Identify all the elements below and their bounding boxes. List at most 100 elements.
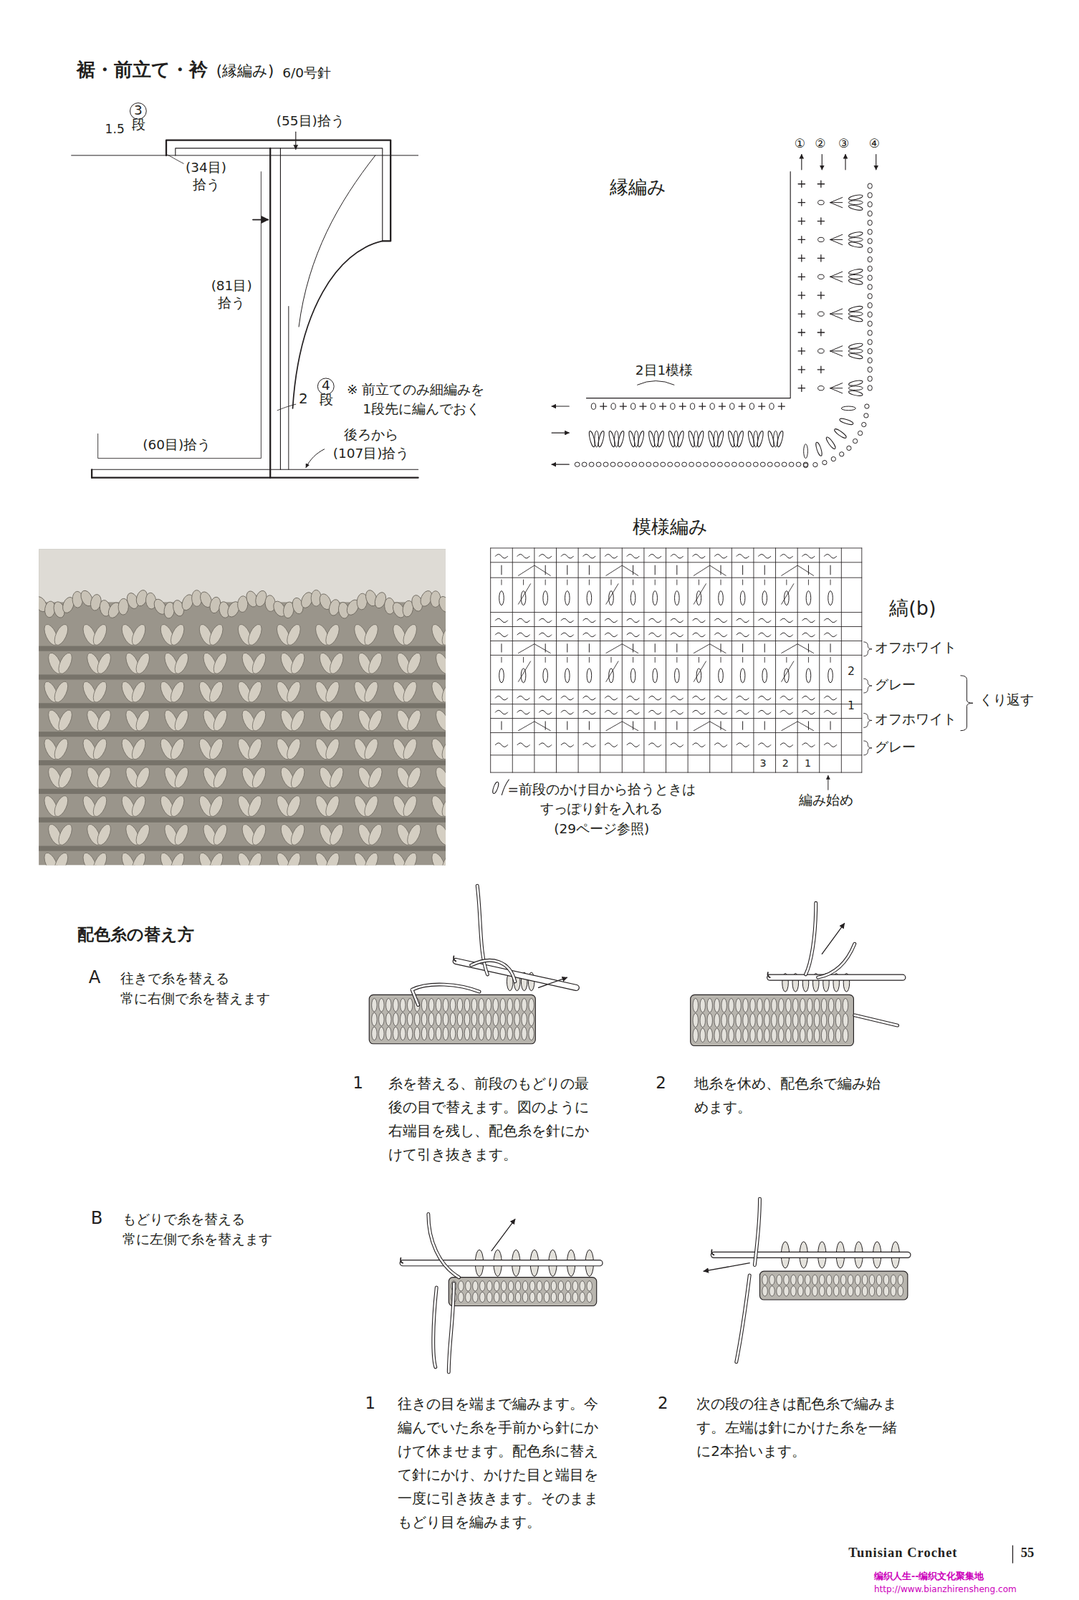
fabric-stitch [529,1291,535,1302]
fabric-stitch [854,1286,860,1297]
fabric-stitch [764,1013,770,1027]
fabric-stitch [472,1291,478,1302]
column-number: 1 [804,756,812,771]
return-stitch-symbol [802,742,815,748]
stem-symbol [764,721,766,730]
knit-stitch [210,822,230,847]
picot-symbol [867,385,872,391]
picot-symbol [867,229,872,235]
chain-symbol [818,274,825,279]
return-stitch-symbol [626,632,640,637]
grid-line [490,703,862,705]
single-crochet-symbol [817,217,824,225]
picot-symbol [867,357,872,363]
stem-symbol [523,657,524,663]
knit-stitch [51,851,71,866]
fabric-stitch [465,1291,471,1302]
yarn-outline [854,1015,898,1026]
row-count: 4段 [319,378,334,408]
fabric-stitch [536,1291,542,1302]
fabric-stitch [783,1274,789,1285]
knit-stitch [361,679,381,704]
fabric-stitch [762,1286,768,1297]
row-brace [864,678,872,693]
photo-shadow [38,788,446,794]
fabric-stitch [458,1291,464,1302]
knit-stitch [168,736,187,761]
knit-stitch [323,793,342,819]
fabric-stitch [529,1281,535,1292]
grid-line [665,548,667,773]
front-band-inner-line [280,148,281,470]
stem-symbol [720,565,722,575]
fabric-stitch [742,1013,748,1027]
return-stitch-symbol [692,632,706,637]
long-stitch-symbol [616,430,625,448]
fabric-stitch [793,998,799,1012]
fabric-stitch [586,1291,592,1302]
fabric-stitch [771,998,777,1012]
knit-stitch [133,765,152,790]
hem-band-outline [91,477,419,479]
fabric-stitch [762,1274,768,1285]
fabric-stitch [821,1013,827,1027]
return-stitch-symbol [736,710,749,715]
pickup-arrow [305,449,325,468]
dimension: 2 [298,389,309,409]
fabric-stitch [778,1013,784,1027]
fabric-stitch [826,1274,832,1285]
fabric-stitch [500,1281,506,1292]
long-stitch-symbol [848,348,863,354]
collar-fold-curve [298,155,376,327]
knit-stitch [207,679,226,704]
repeat-brace [960,675,973,731]
yarn [736,1275,751,1363]
knit-stitch [210,651,230,676]
row-number: 2 [847,664,855,679]
neck-line [71,154,419,156]
stem-symbol [632,644,634,652]
grid-line [797,548,799,773]
band-inner-line [175,148,383,242]
knit-stitch [366,765,385,790]
fabric-stitch [485,1026,491,1041]
fabric-stitch [421,998,427,1012]
picot-symbol [867,202,872,208]
stem-symbol [500,644,502,652]
fabric-stitch [471,1012,477,1026]
knit-stitch [443,822,446,847]
knit-stitch [443,651,446,676]
return-stitch-symbol [583,742,596,748]
fabric-stitch [464,998,470,1012]
return-stitch-symbol [539,695,552,700]
fabric-stitch [699,1028,706,1042]
fabric-stitch [414,1012,420,1026]
slant-symbol [606,661,619,682]
fabric-stitch [386,1026,392,1041]
return-stitch-symbol [714,695,727,700]
knit-stitch [433,765,446,790]
stem-symbol [676,721,678,730]
leader-line [277,404,296,411]
motion-arrow [703,1263,750,1272]
return-stitch-symbol [780,618,793,623]
loop-symbol [543,591,549,606]
stem-symbol [830,644,832,652]
decrease-symbol [518,721,551,731]
stem-symbol [808,657,809,663]
picot-symbol [852,438,857,443]
return-stitch-symbol [714,742,727,748]
loop-symbol [499,591,505,606]
fabric-stitch [407,998,413,1012]
picot-symbol [724,462,730,467]
fabric-stitch [742,998,748,1012]
fabric-stitch [771,1028,777,1042]
decrease-symbol [606,721,639,731]
stem-symbol [764,657,766,663]
knit-stitch [404,707,424,733]
fabric-stitch [707,998,713,1012]
section-note: (縁編み) [216,60,275,81]
picot-symbol [867,238,872,244]
color-name: オフホワイト [874,710,957,728]
knit-stitch [171,822,191,847]
